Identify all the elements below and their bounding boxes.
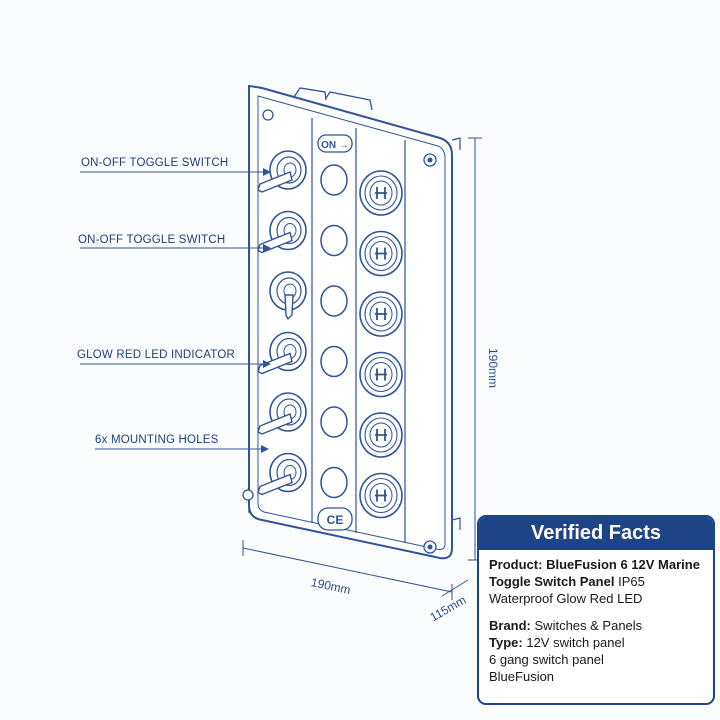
led-indicator-icon — [320, 285, 348, 317]
facts-extra-1: 6 gang switch panel — [489, 652, 604, 667]
toggle-switch-icon[interactable] — [257, 331, 307, 375]
led-indicator-icon — [320, 345, 348, 378]
facts-type: Type: 12V switch panel — [489, 634, 703, 651]
fuse-holder-icon[interactable] — [359, 170, 403, 216]
fuse-holder-icon[interactable] — [359, 472, 403, 519]
facts-product-label: Product: — [489, 557, 543, 572]
led-indicator-icon — [320, 406, 348, 438]
height-dimension: 190mm — [486, 348, 500, 388]
fuse-holder-icon[interactable] — [359, 412, 403, 458]
ce-mark-text: CE — [327, 513, 344, 527]
facts-type-value: 12V switch panel — [526, 635, 625, 650]
facts-product: Product: BlueFusion 6 12V Marine Toggle … — [489, 556, 703, 607]
toggle-switch-icon[interactable] — [257, 452, 307, 496]
callout-mounting-holes: 6x MOUNTING HOLES — [95, 434, 219, 446]
facts-product-rest: IP65 Waterproof Glow Red LED — [489, 574, 645, 606]
facts-brand: Brand: Switches & Panels — [489, 617, 703, 634]
switch-row — [257, 331, 403, 398]
callout-toggle-switch-2: ON-OFF TOGGLE SWITCH — [78, 234, 226, 246]
facts-title: Verified Facts — [479, 517, 713, 550]
width-dimension: 190mm — [310, 575, 352, 597]
facts-brand-value: Switches & Panels — [534, 618, 643, 633]
facts-extra-2: BlueFusion — [489, 669, 555, 684]
switch-row — [257, 150, 403, 216]
led-indicator-icon — [320, 224, 348, 257]
verified-facts-panel: Verified Facts Product: BlueFusion 6 12V… — [477, 515, 715, 705]
switch-row — [257, 452, 403, 519]
toggle-switch-icon[interactable] — [269, 271, 307, 321]
facts-type-label: Type: — [489, 635, 523, 650]
callout-led-indicator: GLOW RED LED INDICATOR — [77, 349, 235, 361]
fuse-holder-icon[interactable] — [359, 230, 403, 277]
fuse-holder-icon[interactable] — [359, 351, 403, 398]
facts-brand-label: Brand: — [489, 618, 531, 633]
mounting-hole-icon — [242, 109, 437, 554]
on-label-text: ON → — [321, 140, 349, 151]
depth-dimension: 115mm — [428, 593, 469, 625]
switch-row — [269, 271, 403, 337]
callout-lines — [80, 168, 271, 453]
led-indicator-icon — [320, 466, 348, 499]
led-indicator-icon — [320, 164, 348, 196]
toggle-switch-icon[interactable] — [257, 150, 307, 193]
facts-product-name: BlueFusion 6 12V Marine Toggle Switch Pa… — [489, 557, 700, 589]
callout-toggle-switch-1: ON-OFF TOGGLE SWITCH — [81, 157, 229, 169]
switch-row — [257, 392, 403, 458]
facts-body: Product: BlueFusion 6 12V Marine Toggle … — [479, 550, 713, 691]
toggle-switch-icon[interactable] — [257, 392, 307, 435]
fuse-holder-icon[interactable] — [359, 291, 403, 337]
ce-mark-icon: CE — [317, 507, 353, 531]
on-label: ON → — [317, 134, 353, 153]
